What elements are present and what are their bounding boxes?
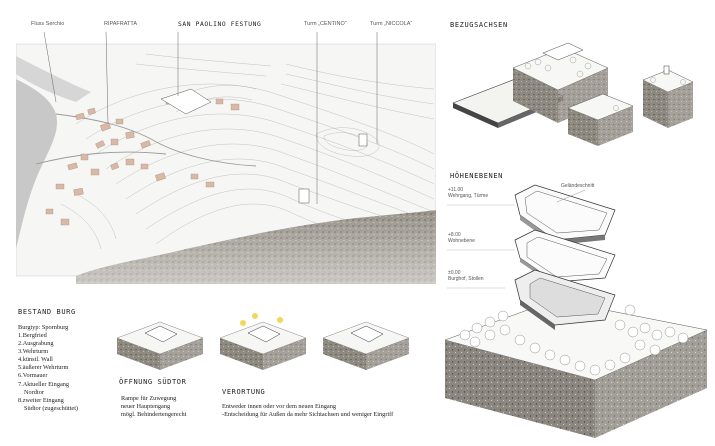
list-item: 2.Ausgrabung [18, 340, 54, 348]
text-line: mögl. Behindertengerecht [121, 411, 187, 419]
label-fluss: Fluss Serchio [31, 21, 65, 27]
text-line: neuer Hauptengang [121, 403, 171, 411]
list-item: 4.künstl. Wall [18, 356, 53, 364]
label-niccola: Turm „NICCOLA“ [370, 21, 413, 27]
label-festung: SAN PAOLINO FESTUNG [178, 21, 262, 28]
bezugsachsen-diagram [448, 28, 703, 163]
verortung-text: Entweder innen oder vor dem neuen Eingan… [222, 403, 393, 419]
list-item: 6.Vormauer [18, 372, 48, 380]
oeffnung-title: ÖFFNUNG SÜDTOR [119, 378, 187, 386]
text-line: Rampe für Zuwegung [121, 395, 177, 402]
site-plan [16, 14, 436, 284]
block-2 [219, 313, 307, 370]
block-1 [116, 321, 204, 370]
block-3 [322, 321, 410, 370]
list-item: Südtor (zugeschüttet) [24, 404, 79, 412]
list-item: 3.Wehrturm [18, 348, 49, 356]
verortung-title: VERORTUNG [222, 388, 266, 396]
list-item: 5.äußerer Wehrturm [18, 364, 69, 372]
gelaendeschnitt-label: Geländeschnitt [561, 183, 595, 189]
castle-blocks [115, 308, 415, 378]
level-item: ±0.00 Burghof, Stollen [448, 270, 484, 282]
bestand-list: 1.Bergfried 2.Ausgrabung 3.Wehrturm 4.kü… [18, 332, 118, 413]
bezugsachsen-title: BEZUGSACHSEN [450, 21, 508, 29]
oeffnung-text: Rampe für Zuwegung neuer Hauptengang mög… [121, 395, 186, 419]
list-item: 7.Aktueller Eingang [18, 380, 70, 388]
text-line: Entweder innen oder vor dem neuen Eingan… [222, 403, 337, 410]
text-line: -Entscheidung für Außen da mehr Sichtach… [222, 411, 394, 419]
hoehenebenen-title: HÖHENEBENEN [450, 172, 503, 180]
list-item: 1.Bergfried [18, 332, 47, 339]
label-centino: Turm „CENTINO“ [304, 21, 347, 27]
list-item: Nordtor [24, 388, 44, 396]
list-item: 8.zweiter Eingang [18, 396, 64, 404]
level-item: +8.00 Wohnebene [448, 232, 475, 244]
label-ripafratta: RIPAFRATTA [104, 21, 137, 27]
bestand-title: BESTAND BURG [18, 308, 76, 316]
level-item: +11.00 Wehrgang, Türme [448, 187, 489, 199]
bestand-typ: Burgtyp: Spornburg [18, 324, 69, 331]
hoehenebenen-diagram [445, 180, 707, 442]
